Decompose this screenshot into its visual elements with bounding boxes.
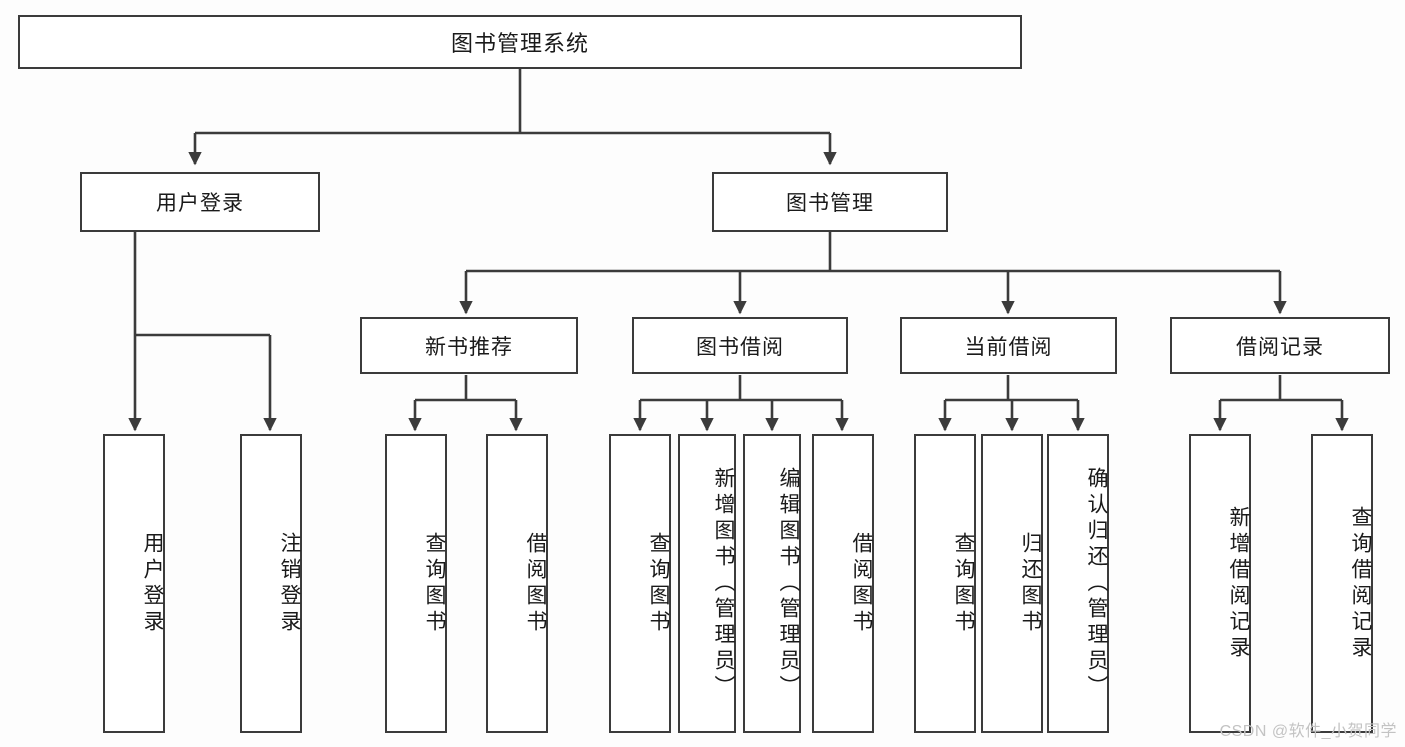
node-label: 图书管理 <box>786 192 874 215</box>
node-label: 借阅图书 <box>524 531 547 636</box>
node-user-login[interactable]: 用户登录 <box>80 172 320 232</box>
leaf-borrow-add-book-admin[interactable]: 新增图书（管理员） <box>678 434 736 733</box>
node-label: 新增图书（管理员） <box>712 466 735 701</box>
node-label: 注销登录 <box>278 531 301 636</box>
node-label: 借阅图书 <box>850 531 873 636</box>
leaf-recommend-borrow-book[interactable]: 借阅图书 <box>486 434 548 733</box>
node-label: 归还图书 <box>1019 531 1042 636</box>
leaf-borrow-query-book[interactable]: 查询图书 <box>609 434 671 733</box>
leaf-user-login-logout[interactable]: 注销登录 <box>240 434 302 733</box>
leaf-current-return-book[interactable]: 归还图书 <box>981 434 1043 733</box>
node-label: 用户登录 <box>156 192 244 215</box>
leaf-borrow-edit-book-admin[interactable]: 编辑图书（管理员） <box>743 434 801 733</box>
watermark-text: CSDN @软件_小贺同学 <box>1219 723 1397 740</box>
node-label: 查询借阅记录 <box>1349 505 1372 662</box>
leaf-recommend-query-book[interactable]: 查询图书 <box>385 434 447 733</box>
node-label: 新书推荐 <box>425 335 513 359</box>
leaf-record-query-record[interactable]: 查询借阅记录 <box>1311 434 1373 733</box>
node-current-borrow[interactable]: 当前借阅 <box>900 317 1117 374</box>
node-label: 图书管理系统 <box>450 31 589 56</box>
node-label: 查询图书 <box>647 531 670 636</box>
node-label: 编辑图书（管理员） <box>777 466 800 701</box>
node-book-borrow[interactable]: 图书借阅 <box>632 317 848 374</box>
node-label: 图书借阅 <box>696 335 784 359</box>
node-label: 新增借阅记录 <box>1227 505 1250 662</box>
node-root-system[interactable]: 图书管理系统 <box>18 15 1022 69</box>
leaf-current-confirm-return-admin[interactable]: 确认归还（管理员） <box>1047 434 1109 733</box>
leaf-user-login-login[interactable]: 用户登录 <box>103 434 165 733</box>
node-label: 查询图书 <box>423 531 446 636</box>
node-borrow-record[interactable]: 借阅记录 <box>1170 317 1390 374</box>
leaf-borrow-borrow-book[interactable]: 借阅图书 <box>812 434 874 733</box>
node-new-book-recommend[interactable]: 新书推荐 <box>360 317 578 374</box>
node-book-management[interactable]: 图书管理 <box>712 172 948 232</box>
node-label: 确认归还（管理员） <box>1085 466 1108 701</box>
node-label: 借阅记录 <box>1236 335 1324 359</box>
node-label: 查询图书 <box>952 531 975 636</box>
node-label: 当前借阅 <box>964 335 1053 359</box>
node-label: 用户登录 <box>141 531 164 636</box>
leaf-current-query-book[interactable]: 查询图书 <box>914 434 976 733</box>
leaf-record-add-record[interactable]: 新增借阅记录 <box>1189 434 1251 733</box>
